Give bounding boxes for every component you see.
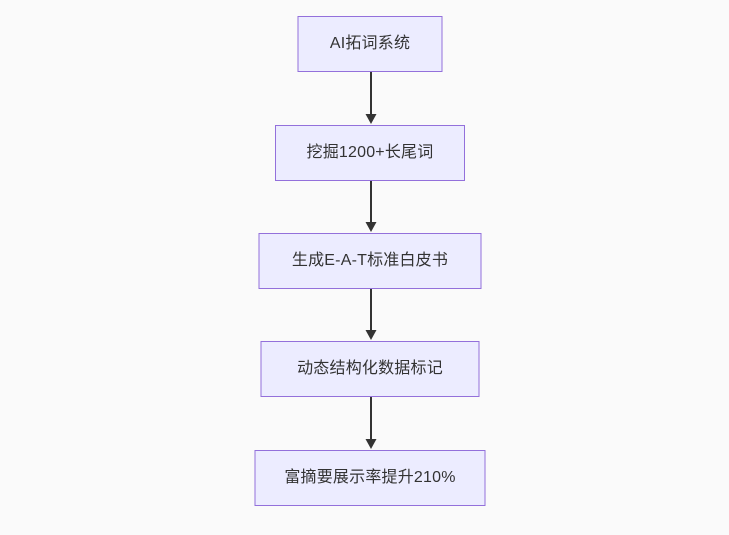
arrowhead-icon [365,114,377,124]
edge-arrow-2 [365,181,377,232]
flow-node-5: 富摘要展示率提升210% [254,450,486,506]
flow-node-4: 动态结构化数据标记 [260,341,480,397]
flow-node-1: AI拓词系统 [297,16,443,72]
edge-arrow-4 [365,397,377,449]
flow-node-label: 挖掘1200+长尾词 [306,144,434,161]
flow-node-label: 生成E-A-T标准白皮书 [291,252,449,269]
arrowhead-icon [365,222,377,232]
flow-node-2: 挖掘1200+长尾词 [275,125,465,181]
edge-arrow-3 [365,289,377,340]
flow-node-3: 生成E-A-T标准白皮书 [258,233,482,289]
flow-node-label: 动态结构化数据标记 [297,360,443,377]
flow-node-label: 富摘要展示率提升210% [284,469,456,486]
edge-arrow-1 [365,72,377,124]
arrowhead-icon [365,439,377,449]
flow-node-label: AI拓词系统 [329,35,411,52]
arrowhead-icon [365,330,377,340]
